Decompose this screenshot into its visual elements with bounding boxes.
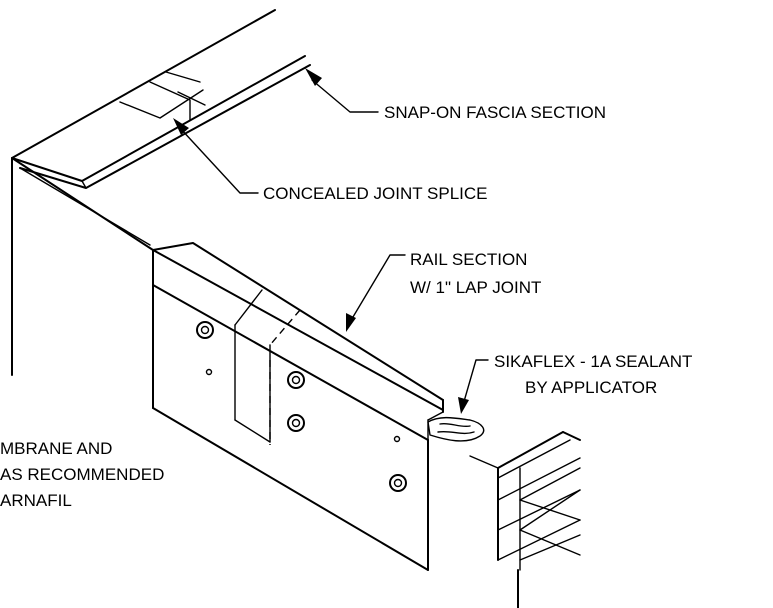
small-hole-2 [393, 435, 401, 443]
label-sealant-line1: SIKAFLEX - 1A SEALANT [494, 352, 692, 371]
label-membrane-line3: ARNAFIL [0, 491, 72, 510]
label-rail-section-line2: W/ 1" LAP JOINT [410, 278, 541, 297]
leaders [173, 68, 489, 414]
label-membrane-line1: MBRANE AND [0, 439, 112, 458]
fastener-4 [389, 474, 407, 492]
back-fascia-section [11, 9, 311, 189]
label-rail-section-line1: RAIL SECTION [410, 250, 527, 269]
fastener-2 [287, 371, 305, 389]
fastener-3 [287, 414, 305, 432]
small-hole-1 [205, 368, 213, 376]
fastener-1 [196, 321, 214, 339]
front-fascia-section [152, 249, 444, 571]
wall-end-section [469, 431, 581, 608]
sealant-bead [427, 416, 485, 442]
label-snap-on-fascia: SNAP-ON FASCIA SECTION [384, 103, 606, 122]
label-concealed-joint-splice: CONCEALED JOINT SPLICE [263, 184, 488, 203]
corner-fascia [11, 157, 444, 401]
fasteners [196, 321, 407, 492]
label-membrane-line2: AS RECOMMENDED [0, 465, 164, 484]
label-sealant-line2: BY APPLICATOR [525, 378, 657, 397]
